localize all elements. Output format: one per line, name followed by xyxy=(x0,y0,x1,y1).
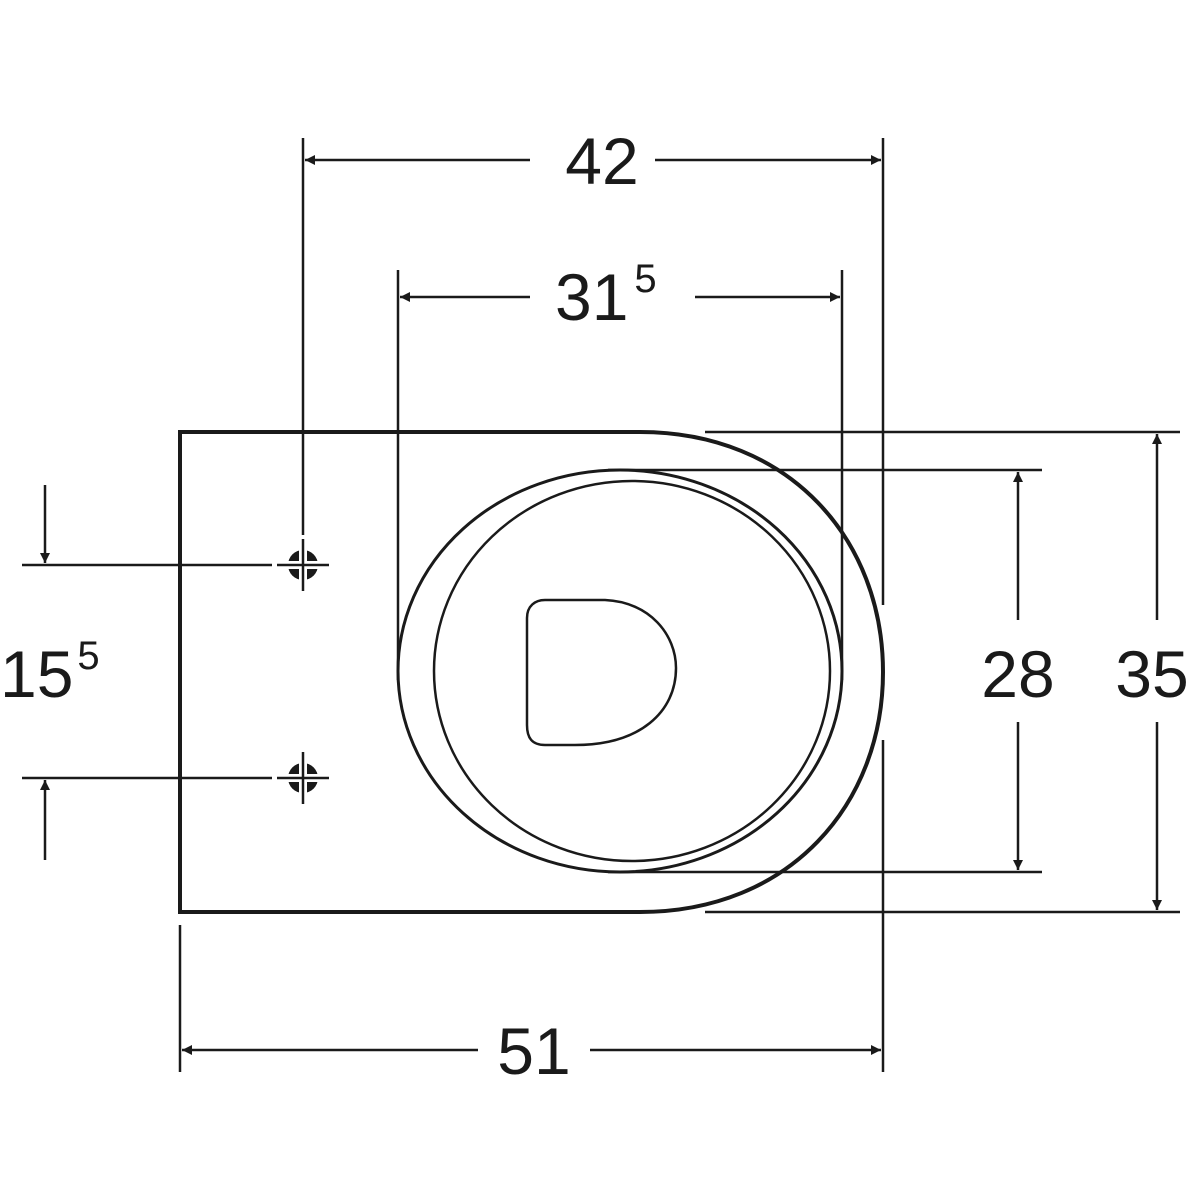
fixing-point-upper-icon xyxy=(275,537,331,593)
seat-outer-ring xyxy=(396,468,844,874)
dim-label-35: 35 xyxy=(1115,637,1188,711)
wc-body-outline xyxy=(178,430,886,914)
extension-lines xyxy=(22,138,1180,1072)
dim-label-28: 28 xyxy=(981,637,1054,711)
dim-label-42: 42 xyxy=(565,124,638,198)
bowl-opening xyxy=(525,598,678,747)
fixing-point-lower-icon xyxy=(275,750,331,806)
dim-label-51: 51 xyxy=(497,1014,570,1088)
seat-inner-ring xyxy=(432,479,832,863)
dimension-lines xyxy=(40,155,1162,1055)
